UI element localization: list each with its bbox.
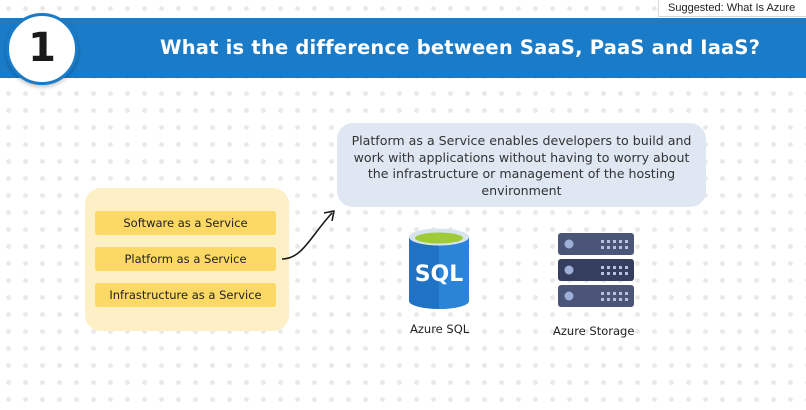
server-storage-icon [558,233,634,307]
server-rack-bottom [558,285,634,307]
suggested-video-label[interactable]: Suggested: What Is Azure [658,0,806,17]
sql-database-icon: SQL [409,228,469,309]
server-rack-top [558,233,634,255]
server-rack-middle [558,259,634,281]
service-item-iaas: Infrastructure as a Service [95,283,276,307]
slide-number-badge: 1 [6,13,78,85]
service-models-panel: Software as a Service Platform as a Serv… [85,188,289,331]
title-banner: What is the difference between SaaS, Paa… [0,18,806,78]
service-item-saas: Software as a Service [95,211,276,235]
slide-title: What is the difference between SaaS, Paa… [160,36,761,59]
sql-icon-text: SQL [415,262,464,287]
paas-description-callout: Platform as a Service enables developers… [337,123,706,207]
service-item-paas: Platform as a Service [95,247,276,271]
azure-storage-label: Azure Storage [553,324,635,338]
curved-arrow-icon [281,210,335,260]
azure-sql-label: Azure SQL [410,322,470,336]
